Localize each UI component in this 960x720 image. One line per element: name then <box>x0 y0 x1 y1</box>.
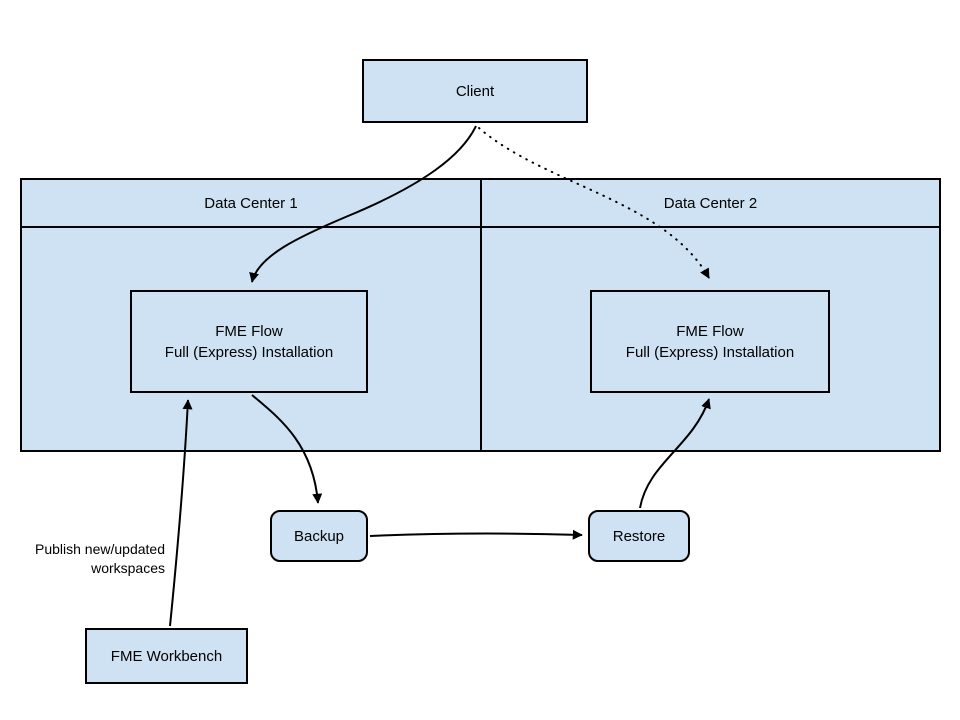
fme-workbench-label: FME Workbench <box>110 647 223 665</box>
data-center-2-header: Data Center 2 <box>482 180 939 228</box>
fme-flow-dc2-node: FME Flow Full (Express) Installation <box>590 290 830 393</box>
publish-note-line2: workspaces <box>91 560 165 576</box>
data-center-1-header: Data Center 1 <box>22 180 480 228</box>
client-node: Client <box>362 59 588 123</box>
fme-flow-dc2-line2: Full (Express) Installation <box>625 343 795 361</box>
backup-label: Backup <box>293 527 345 545</box>
fme-flow-dc1-line2: Full (Express) Installation <box>164 343 334 361</box>
fme-flow-dc1-node: FME Flow Full (Express) Installation <box>130 290 368 393</box>
publish-note: Publish new/updated workspaces <box>15 540 165 578</box>
client-label: Client <box>455 82 495 100</box>
fme-workbench-node: FME Workbench <box>85 628 248 684</box>
data-center-1-label: Data Center 1 <box>204 194 298 212</box>
restore-node: Restore <box>588 510 690 562</box>
connector-backup-to-restore <box>369 529 583 540</box>
backup-node: Backup <box>270 510 368 562</box>
fme-flow-dc2-label: FME Flow Full (Express) Installation <box>626 321 794 363</box>
publish-note-line1: Publish new/updated <box>35 541 165 557</box>
restore-label: Restore <box>612 527 666 545</box>
fme-flow-dc2-line1: FME Flow <box>676 322 744 340</box>
data-center-2-label: Data Center 2 <box>663 194 758 212</box>
fme-flow-dc1-line1: FME Flow <box>215 322 283 340</box>
fme-flow-dc1-label: FME Flow Full (Express) Installation <box>165 321 333 363</box>
